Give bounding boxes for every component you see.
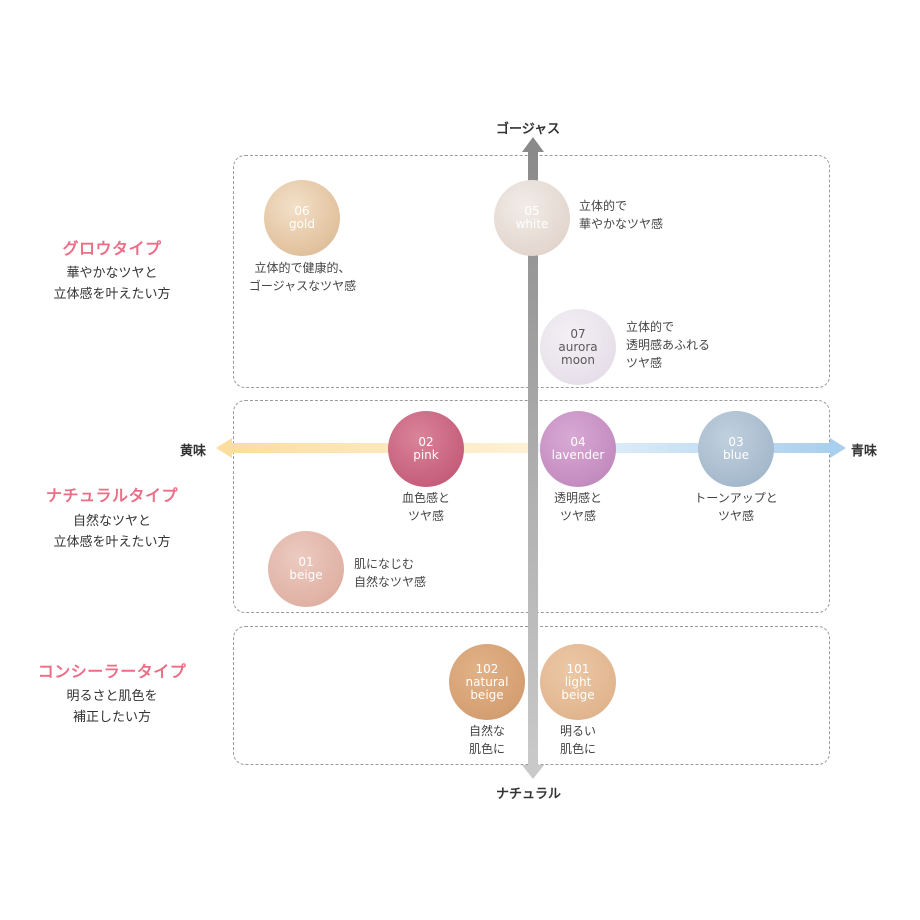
swatch-03-blue: 03 blue [698,411,774,487]
swatch-06-gold: 06 gold [264,180,340,256]
swatch-label: 05 white [515,204,549,231]
axis-label-left: 黄味 [180,444,207,459]
swatch-label: 102 natural beige [465,661,509,702]
vertical-axis-arrow [522,137,544,779]
group-title-concealer: コンシーラータイプ [37,662,187,681]
axis-label-bottom: ナチュラル [496,787,562,802]
swatch-desc-03: トーンアップと ツヤ感 [694,491,778,523]
swatch-label: 04 lavender [551,435,605,462]
group-title-glow: グロウタイプ [62,239,162,258]
swatch-07-aurora-moon: 07 aurora moon [540,309,616,385]
swatch-label: 07 aurora moon [558,326,598,367]
swatch-label: 02 pink [413,435,439,462]
swatch-desc-05: 立体的で 華やかなツヤ感 [579,199,664,231]
axis-label-right: 青味 [851,444,878,459]
yellow-axis-arrow [216,438,532,458]
swatch-label: 06 gold [289,204,315,231]
swatch-02-pink: 02 pink [388,411,464,487]
swatch-desc-06: 立体的で健康的、 ゴージャスなツヤ感 [248,261,357,293]
group-desc-natural: 自然なツヤと 立体感を叶えたい方 [53,514,171,550]
swatch-desc-101: 明るい 肌色に [559,724,596,756]
swatch-101-light-beige: 101 light beige [540,644,616,720]
swatch-05-white: 05 white [494,180,570,256]
swatch-label: 101 light beige [561,661,595,702]
swatch-01-beige: 01 beige [268,531,344,607]
swatch-label: 03 blue [723,435,749,462]
swatch-desc-01: 肌になじむ 自然なツヤ感 [354,557,427,589]
swatch-label: 01 beige [289,555,323,582]
group-desc-glow: 華やかなツヤと 立体感を叶えたい方 [53,266,171,302]
blue-axis-arrow [534,438,846,458]
swatch-desc-102: 自然な 肌色に [468,724,505,756]
swatch-desc-07: 立体的で 透明感あふれる ツヤ感 [626,320,711,370]
swatch-desc-04: 透明感と ツヤ感 [553,491,602,523]
swatch-04-lavender: 04 lavender [540,411,616,487]
swatch-102-natural-beige: 102 natural beige [449,644,525,720]
group-desc-concealer: 明るさと肌色を 補正したい方 [66,689,158,725]
swatch-desc-02: 血色感と ツヤ感 [401,491,450,523]
axis-label-top: ゴージャス [496,122,561,137]
group-title-natural: ナチュラルタイプ [45,486,178,505]
